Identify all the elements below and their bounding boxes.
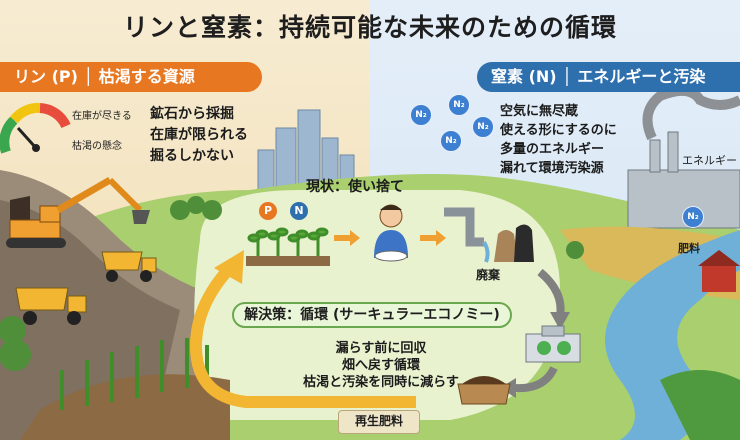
solution-line: 漏らす前に回収	[335, 341, 427, 356]
solution-text: 漏らす前に回収 畑へ戻す循環 枯渇と汚染を同時に減らす	[286, 340, 476, 391]
right-arrow-icon	[420, 230, 446, 246]
crop-seedlings-icon	[246, 227, 330, 266]
n2-molecule-icon: N₂	[682, 206, 704, 228]
dump-truck-icon	[101, 251, 157, 282]
mining-text: 鉱石から採掘 在庫が限られる 掘るしかない	[150, 104, 248, 167]
nitrogen-line: 多量のエネルギー	[500, 142, 605, 157]
nitrogen-line: 空気に無尽蔵	[500, 104, 579, 119]
phosphorus-header: リン (P) │ 枯渇する資源	[0, 62, 262, 92]
depletion-gauge-icon	[0, 102, 71, 154]
page-title: リンと窒素：持続可能な未来のための循環	[122, 13, 617, 42]
solution-label: 解決策：循環 (サーキュラーエコノミー)	[232, 302, 512, 328]
nitrogen-text: 空気に無尽蔵 使える形にするのに 多量のエネルギー 漏れて環境汚染源	[500, 102, 617, 178]
nitrogen-header: 窒素 (N) │ エネルギーと汚染	[477, 62, 740, 92]
n2-molecule-icon: N₂	[410, 104, 432, 126]
mining-line: 在庫が限られる	[150, 127, 248, 143]
nitrogen-line: 使える形にするのに	[500, 123, 617, 138]
right-arrow-icon	[334, 230, 360, 246]
flow-arrow-icon	[537, 268, 570, 330]
recycled-fertilizer-label: 再生肥料	[338, 410, 420, 434]
solution-line: 枯渇と汚染を同時に減らす	[303, 375, 459, 390]
compost-box-icon	[457, 376, 511, 405]
solution-line: 畑へ戻す循環	[341, 358, 420, 373]
n2-molecule-icon: N₂	[448, 94, 470, 116]
fertilizer-label: 肥料	[678, 242, 700, 255]
factory-label: エネルギー	[682, 154, 737, 167]
nitrogen-line: 漏れて環境汚染源	[500, 161, 604, 176]
excavator-icon	[6, 176, 150, 248]
recycling-plant-icon	[525, 325, 581, 363]
nitrogen-badge: N	[290, 202, 308, 220]
n2-molecule-icon: N₂	[472, 116, 494, 138]
gauge-label-concern: 枯渇の懸念	[72, 141, 122, 152]
cycle-arrow-icon	[189, 250, 416, 408]
gauge-label-stock: 在庫が尽きる	[72, 111, 132, 122]
mining-line: 掘るしかない	[150, 148, 234, 164]
mining-line: 鉱石から採掘	[150, 106, 234, 122]
waste-label: 廃棄	[476, 268, 501, 282]
phosphorus-badge: P	[259, 202, 277, 220]
person-eating-icon	[374, 204, 408, 262]
n2-molecule-icon: N₂	[440, 130, 462, 152]
current-state-label: 現状：使い捨て	[306, 179, 404, 195]
waste-pipe-icon	[444, 207, 534, 263]
dump-truck-icon	[15, 287, 87, 325]
